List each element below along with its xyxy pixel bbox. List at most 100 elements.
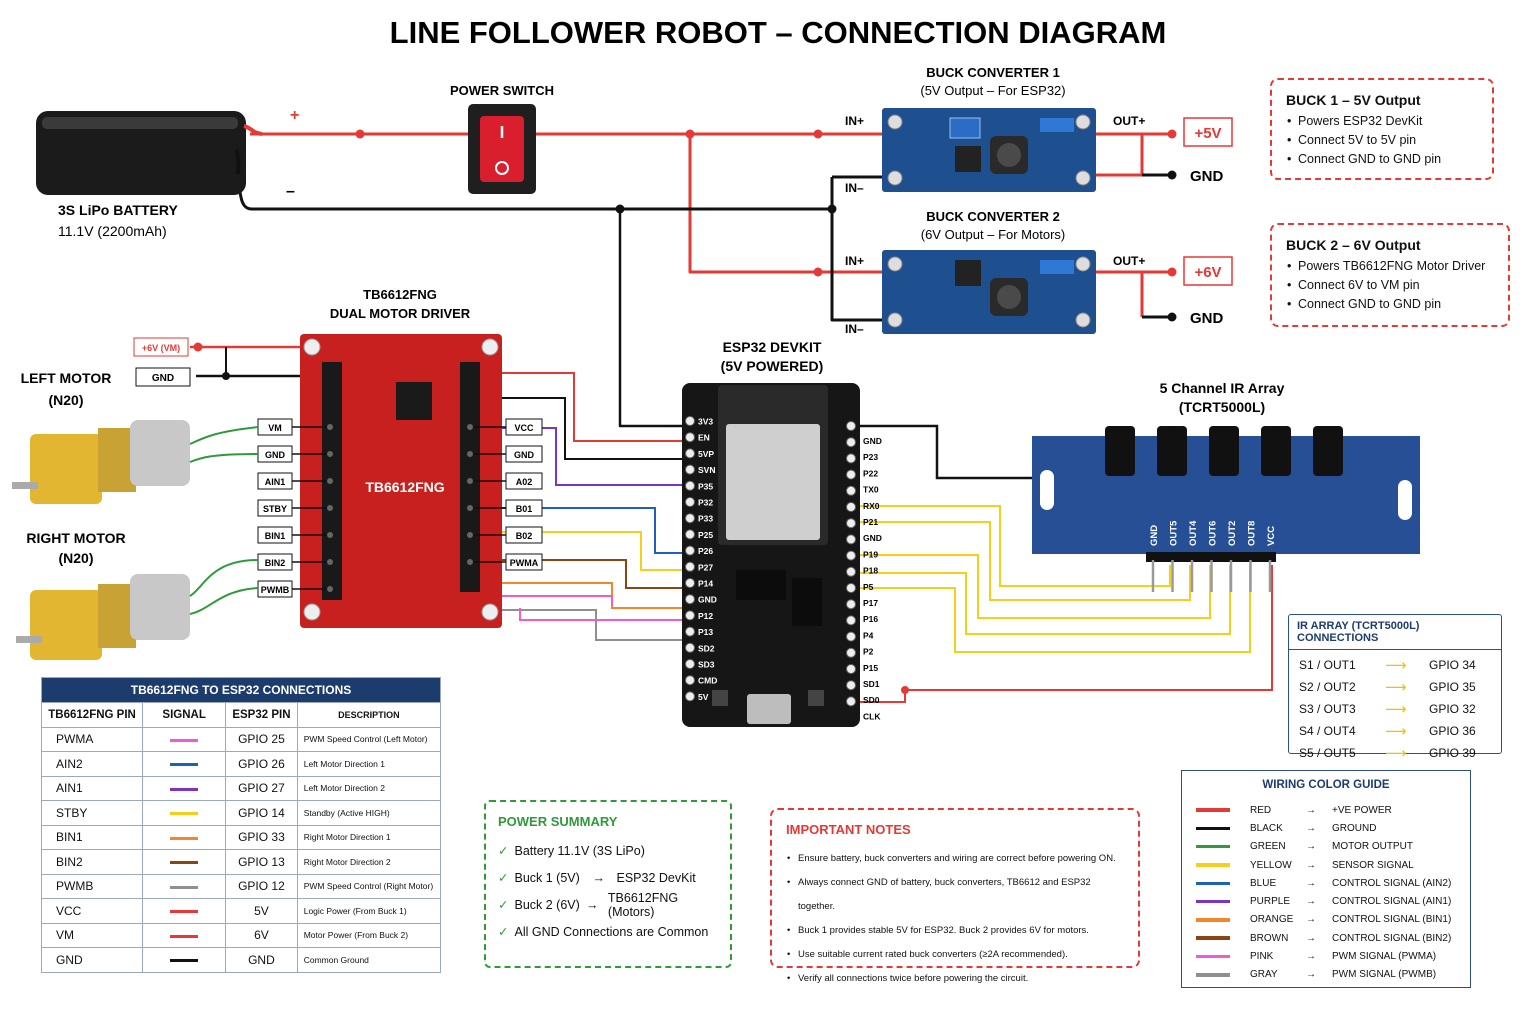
driver-pin-pad	[467, 505, 473, 511]
ir-sensor: S2 / OUT2	[1299, 680, 1356, 694]
driver-pin-label-box	[505, 472, 543, 490]
esp32-pin-pad	[685, 659, 695, 669]
signal-color-swatch	[170, 910, 199, 914]
esp32-pin-pad	[685, 626, 695, 637]
arrow-right-icon: →	[1306, 804, 1316, 816]
color-guide-title: WIRING COLOR GUIDE	[1262, 779, 1390, 791]
table-cell-signal	[142, 873, 227, 899]
arrow-right-icon: →	[1306, 914, 1316, 926]
power-summary-source: Buck 1 (5V)	[514, 870, 580, 885]
esp32-pin-pad	[685, 578, 695, 588]
arrow-right-icon: ⟶	[1385, 657, 1407, 674]
arrow-right-icon: →	[1306, 859, 1316, 871]
esp32-pin-label: GND	[698, 595, 717, 605]
table-cell-description: Right Motor Direction 2	[296, 849, 442, 875]
left-motor-name: LEFT MOTOR	[21, 370, 112, 386]
arrow-right-icon: →	[592, 870, 605, 885]
esp32-pin-pad	[685, 480, 695, 491]
color-guide-row: ORANGE→CONTROL SIGNAL (BIN1)	[1182, 911, 1470, 929]
esp32-pin-label: P4	[863, 630, 874, 640]
driver-pin-pad	[327, 559, 333, 565]
driver-pin-label-box	[257, 472, 293, 490]
esp32-pin-pad	[846, 550, 856, 561]
color-name: PURPLE	[1250, 896, 1291, 908]
table-cell-description: Left Motor Direction 2	[296, 775, 442, 801]
ir-pin-label: OUT5	[1169, 520, 1180, 546]
color-meaning: CONTROL SIGNAL (BIN2)	[1332, 932, 1452, 944]
table-cell-signal	[142, 800, 227, 826]
esp32-pin-pad	[846, 664, 856, 674]
driver-pin-label: GND	[514, 450, 535, 460]
driver-pin-label: STBY	[263, 504, 287, 514]
color-guide-row: BROWN→CONTROL SIGNAL (BIN2)	[1182, 929, 1470, 947]
signal-color-swatch	[170, 738, 199, 742]
ir-connection-row: S4 / OUT4⟶GPIO 36	[1299, 720, 1491, 742]
esp32-title: ESP32 DEVKIT	[723, 339, 822, 355]
color-name: ORANGE	[1250, 914, 1294, 926]
buck1-in-minus: IN–	[845, 181, 864, 195]
esp32-pin-pad	[685, 642, 695, 653]
battery-name: 3S LiPo BATTERY	[58, 202, 178, 218]
ir-gpio: GPIO 39	[1429, 746, 1476, 760]
driver-pin-pad	[327, 478, 333, 484]
ir-connections-panel: IR ARRAY (TCRT5000L) CONNECTIONS S1 / OU…	[1288, 614, 1502, 762]
table-cell-esp-pin: GPIO 13	[225, 849, 298, 875]
driver-pin-label-box	[257, 553, 293, 571]
esp32-pin-label: P15	[863, 663, 878, 673]
buck1-note-item: Connect 5V to 5V pin	[1287, 131, 1478, 150]
color-name: BLACK	[1250, 822, 1283, 834]
buck2-in-minus: IN–	[845, 322, 864, 336]
ir-gpio: GPIO 32	[1429, 702, 1476, 716]
color-guide-row: GRAY→PWM SIGNAL (PWMB)	[1182, 966, 1470, 984]
esp32-pin-pad	[685, 448, 695, 459]
esp32-pin-label: P5	[863, 582, 874, 592]
check-icon: ✓	[498, 844, 509, 858]
table-cell-signal	[142, 849, 227, 875]
wire-color-swatch	[1196, 936, 1230, 940]
table-cell-pin: AIN1	[40, 775, 144, 801]
color-name: YELLOW	[1250, 859, 1292, 871]
power-summary-item: ✓All GND Connections are Common	[498, 918, 718, 945]
left-motor-model: (N20)	[48, 392, 83, 408]
power-switch-label: POWER SWITCH	[450, 83, 554, 98]
esp32-pin-label: SD3	[698, 660, 715, 670]
esp32-pin-label: P27	[698, 562, 713, 572]
ir-gpio: GPIO 35	[1429, 680, 1476, 694]
ir-gpio: GPIO 36	[1429, 724, 1476, 738]
esp32-pin-label: GND	[863, 533, 882, 543]
buck1-subtitle: (5V Output – For ESP32)	[920, 83, 1065, 98]
ir-array-board	[1032, 426, 1420, 562]
wire-color-swatch	[1196, 808, 1230, 812]
table-cell-signal	[142, 947, 227, 973]
color-name: GREEN	[1250, 841, 1286, 853]
color-name: GRAY	[1250, 969, 1278, 981]
col-header: ESP32 PIN	[225, 702, 298, 728]
driver-gnd-label-box	[135, 367, 191, 387]
esp32-pin-pad	[685, 529, 695, 540]
driver-pin-label: PWMA	[510, 558, 539, 568]
wire-color-swatch	[1196, 881, 1230, 886]
esp32-subtitle: (5V POWERED)	[721, 358, 824, 374]
table-cell-pin: BIN1	[40, 824, 144, 850]
ir-sensor: S4 / OUT4	[1299, 724, 1356, 738]
note-item: Buck 1 provides stable 5V for ESP32. Buc…	[787, 919, 1124, 943]
ir-sensor: S5 / OUT5	[1299, 746, 1356, 760]
table-cell-description: Logic Power (From Buck 1)	[296, 898, 442, 924]
color-guide-row: PURPLE→CONTROL SIGNAL (AIN1)	[1182, 892, 1470, 910]
power-switch[interactable]	[468, 104, 536, 194]
signal-color-swatch	[170, 934, 199, 938]
color-name: BROWN	[1250, 932, 1289, 944]
color-guide-row: PINK→PWM SIGNAL (PWMA)	[1182, 947, 1470, 965]
power-summary-source: All GND Connections are Common	[514, 924, 709, 939]
connection-table: TB6612FNG TO ESP32 CONNECTIONS TB6612FNG…	[40, 677, 442, 973]
arrow-right-icon: →	[1306, 969, 1316, 981]
signal-color-swatch	[170, 836, 199, 840]
wire-color-swatch	[1196, 863, 1230, 867]
buck1-note: BUCK 1 – 5V Output Powers ESP32 DevKit C…	[1270, 78, 1494, 180]
